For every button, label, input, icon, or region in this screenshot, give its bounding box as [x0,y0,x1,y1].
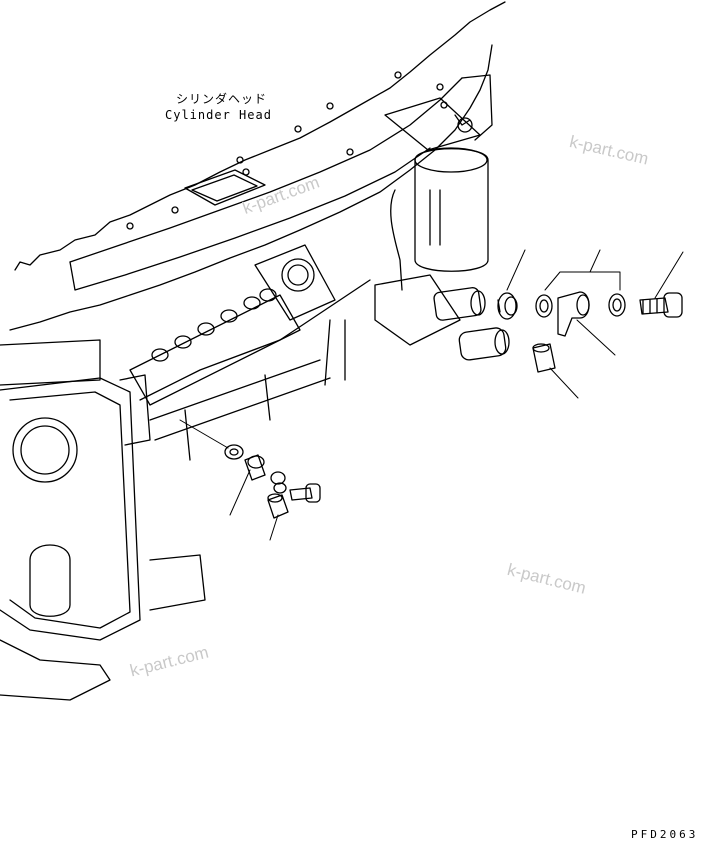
leader-lines [179,249,684,541]
head-bolt-holes [126,71,448,230]
feed-pump [324,274,510,386]
fuel-filter [384,97,489,291]
drawing-code: PFD2063 [631,828,699,841]
exploded-parts-lower [224,444,321,519]
cylinder-head-outline [0,1,506,386]
cylinder-head-label-en: Cylinder Head [165,108,272,122]
engine-block [0,279,371,701]
exploded-parts-upper [497,291,683,373]
cylinder-head-label-jp: シリンダヘッド [176,92,268,106]
injection-pump [129,244,336,461]
